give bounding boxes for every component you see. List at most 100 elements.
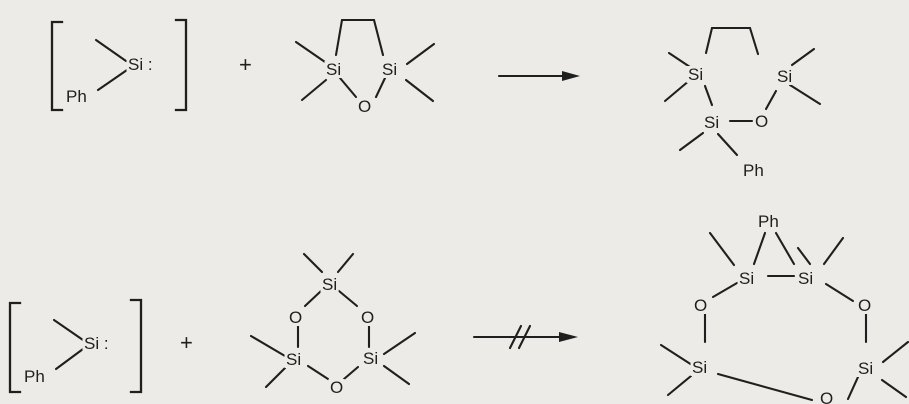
plus-sign-2: + [180, 330, 193, 355]
arrow-head [559, 332, 578, 342]
methyl-bond [404, 78, 435, 103]
disilolane-reactant: Si Si O [294, 18, 436, 116]
methyl-bond [249, 334, 287, 358]
silylene-si-label: Si : [128, 55, 153, 74]
methyl-bond [822, 236, 845, 266]
o-label: O [820, 389, 833, 404]
methyl-bond [666, 374, 693, 397]
o-label: O [358, 97, 371, 116]
methyl-bond [881, 340, 909, 364]
methyl-bond [880, 378, 908, 399]
left-bracket [50, 20, 64, 112]
o-label: O [361, 308, 374, 327]
atom-label-backing [22, 368, 47, 385]
methyl-bond [405, 42, 436, 66]
si-label: Si [777, 67, 792, 86]
reaction-arrow-1 [497, 71, 580, 81]
strike-line [517, 324, 532, 350]
atom-label-backing [692, 297, 709, 314]
methyl-bond [659, 343, 694, 367]
atom-label-backing [756, 213, 781, 230]
ph-label: Ph [24, 367, 45, 386]
o-label: O [755, 112, 768, 131]
six-membered-product: Si Si Si O Ph [663, 26, 822, 180]
ph-label: Ph [758, 212, 779, 231]
arrow-head [562, 71, 580, 81]
silylene-reactant-1: Si : Ph [50, 18, 188, 112]
methyl-bond [796, 246, 812, 266]
methyl-bond [788, 83, 822, 106]
ph-label: Ph [743, 161, 764, 180]
methyl-bond [382, 331, 417, 356]
strike-line [508, 324, 523, 350]
phenyl-bond [716, 132, 739, 157]
methyl-bond [790, 47, 816, 67]
atom-label-backing [361, 350, 380, 367]
methyl-bond [382, 364, 411, 386]
si-label: Si [326, 60, 341, 79]
phenyl-bond [96, 68, 129, 92]
si-label: Si [286, 350, 301, 369]
right-bracket [174, 18, 188, 112]
ring-bond [303, 289, 323, 308]
si-label: Si [363, 349, 378, 368]
si-label: Si [688, 65, 703, 84]
atom-label-backing [686, 66, 705, 83]
methyl-bond [302, 252, 324, 274]
ring-bond [748, 26, 760, 56]
ring-bond [372, 18, 385, 57]
si-label: Si [704, 113, 719, 132]
atom-label-backing [818, 390, 835, 404]
atom-label-backing [753, 113, 770, 130]
atom-label-backing [320, 276, 339, 293]
ring-bond [716, 372, 814, 402]
ph-label: Ph [66, 87, 87, 106]
atom-label-backing [775, 68, 794, 85]
ring-bond [337, 289, 359, 308]
reaction-2: Si : Ph + Si O O Si Si O [8, 212, 909, 404]
methyl-bond [667, 51, 692, 69]
atom-label-backing [287, 309, 304, 326]
si-label: Si [858, 359, 873, 378]
methyl-bond [336, 252, 355, 274]
atom-label-backing [356, 98, 373, 115]
eight-membered-product: Ph Si Si O O Si Si O [659, 212, 909, 404]
silylene-si-label: Si : [84, 334, 109, 353]
ring-bond [306, 364, 330, 381]
ring-bond [824, 282, 855, 303]
si-label: Si [692, 358, 707, 377]
o-label: O [289, 308, 302, 327]
atom-label-backing [324, 61, 343, 78]
atom-label-backing [737, 270, 756, 287]
atom-label-backing [328, 379, 345, 396]
atom-label-backing [856, 360, 875, 377]
atom-label-backing [64, 88, 89, 105]
phenyl-bond [54, 347, 85, 371]
silylene-reactant-2: Si : Ph [8, 298, 143, 394]
atom-label-backing [284, 351, 303, 368]
o-label: O [694, 296, 707, 315]
plus-sign-1: + [239, 52, 252, 77]
atom-label-backing [380, 61, 399, 78]
o-label: O [330, 378, 343, 397]
ring-bond [338, 76, 358, 99]
methyl-bond [294, 40, 327, 64]
methyl-bond [300, 78, 328, 102]
ring-bond [342, 365, 360, 381]
atom-label-backing [741, 162, 766, 179]
cyclotrisiloxane-reactant: Si O O Si Si O [249, 252, 417, 397]
atom-label-backing [702, 114, 721, 131]
methyl-bond [94, 38, 128, 63]
si-label: Si [739, 269, 754, 288]
atom-label-backing [856, 297, 873, 314]
phenyl-bond [774, 231, 796, 266]
methyl-bond [678, 131, 705, 152]
atom-label-backing [359, 309, 376, 326]
left-bracket [8, 301, 22, 394]
si-label: Si [322, 275, 337, 294]
reaction-1: Si : Ph + Si Si O [50, 18, 822, 180]
ring-bond [846, 375, 860, 401]
ring-bond [374, 76, 387, 99]
methyl-bond [708, 231, 736, 267]
